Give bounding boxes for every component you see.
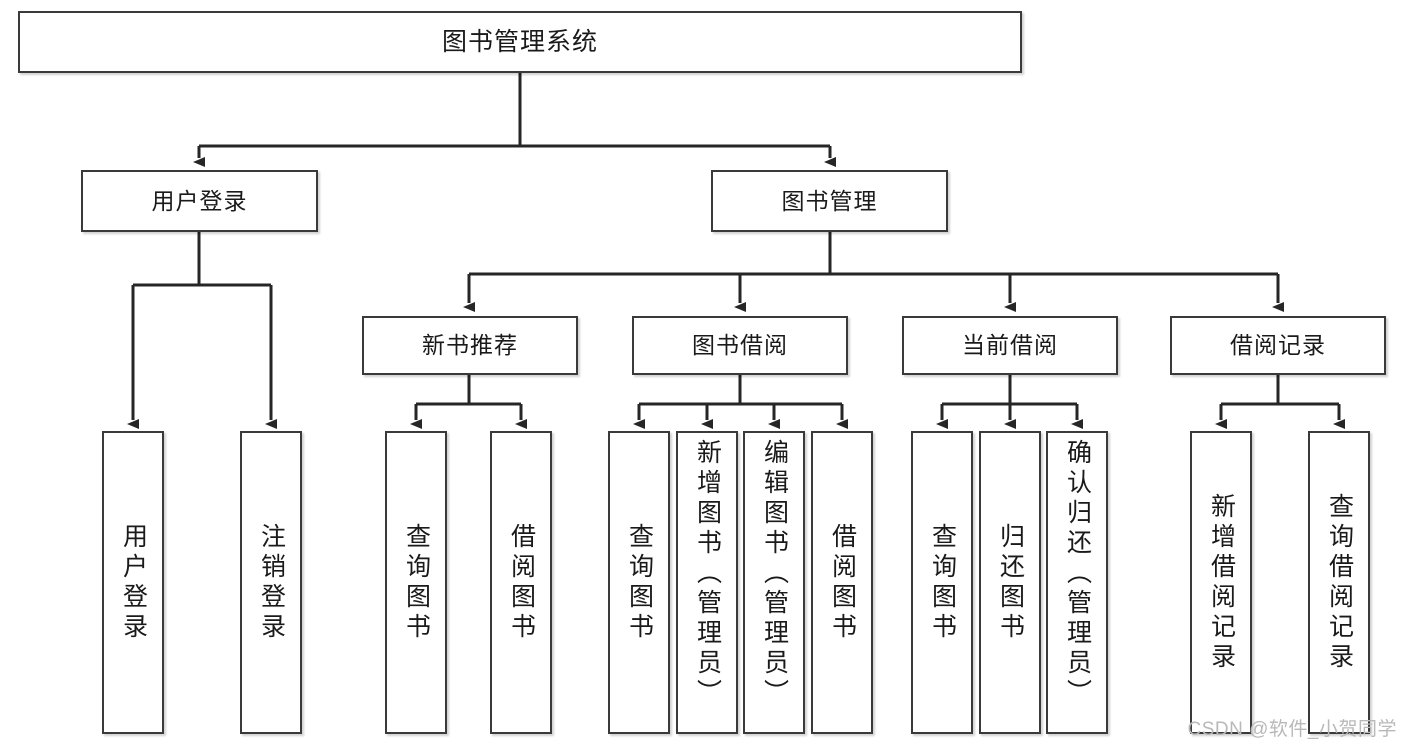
node-borrow-record[interactable]: 借阅记录 [1170,316,1386,375]
leaf-query-record[interactable]: 查询借阅记录 [1308,431,1370,734]
node-new-book-rec-label: 新书推荐 [422,332,518,359]
leaf-user-login[interactable]: 用户登录 [102,431,164,734]
node-book-borrow[interactable]: 图书借阅 [632,316,848,375]
leaf-query-book-2[interactable]: 查询图书 [608,431,670,734]
leaf-edit-book[interactable]: 编辑图书（管理员） [743,431,805,734]
node-book-borrow-label: 图书借阅 [692,332,788,359]
node-borrow-record-label: 借阅记录 [1230,332,1326,359]
leaf-user-login-label: 用户登录 [119,522,148,643]
node-current-borrow-label: 当前借阅 [962,332,1058,359]
node-book-manage-label: 图书管理 [781,187,878,214]
watermark: CSDN @软件_小贺同学 [1187,719,1397,740]
leaf-add-record-label: 新增借阅记录 [1207,492,1236,673]
leaf-add-record[interactable]: 新增借阅记录 [1190,431,1252,734]
leaf-borrow-book-2[interactable]: 借阅图书 [811,431,873,734]
node-root-label: 图书管理系统 [441,27,598,56]
node-book-manage[interactable]: 图书管理 [711,170,948,232]
leaf-logout[interactable]: 注销登录 [240,431,302,734]
leaf-query-book-3-label: 查询图书 [928,522,957,643]
leaf-confirm-return[interactable]: 确认归还（管理员） [1046,431,1108,734]
leaf-confirm-return-label: 确认归还（管理员） [1063,439,1092,709]
leaf-return-book-label: 归还图书 [996,522,1025,643]
leaf-add-book-label: 新增图书（管理员） [693,439,722,709]
node-user-login-label: 用户登录 [151,187,248,214]
leaf-query-book-1-label: 查询图书 [402,522,431,643]
leaf-query-book-1[interactable]: 查询图书 [385,431,447,734]
leaf-borrow-book-1-label: 借阅图书 [507,522,536,643]
node-new-book-rec[interactable]: 新书推荐 [362,316,578,375]
leaf-return-book[interactable]: 归还图书 [979,431,1041,734]
leaf-borrow-book-2-label: 借阅图书 [828,522,857,643]
leaf-query-record-label: 查询借阅记录 [1325,492,1354,673]
leaf-edit-book-label: 编辑图书（管理员） [760,439,789,709]
leaf-query-book-2-label: 查询图书 [625,522,654,643]
node-user-login[interactable]: 用户登录 [81,170,318,232]
leaf-logout-label: 注销登录 [257,522,286,643]
leaf-add-book[interactable]: 新增图书（管理员） [676,431,738,734]
leaf-borrow-book-1[interactable]: 借阅图书 [490,431,552,734]
node-root[interactable]: 图书管理系统 [18,11,1022,73]
node-current-borrow[interactable]: 当前借阅 [902,316,1118,375]
leaf-query-book-3[interactable]: 查询图书 [911,431,973,734]
